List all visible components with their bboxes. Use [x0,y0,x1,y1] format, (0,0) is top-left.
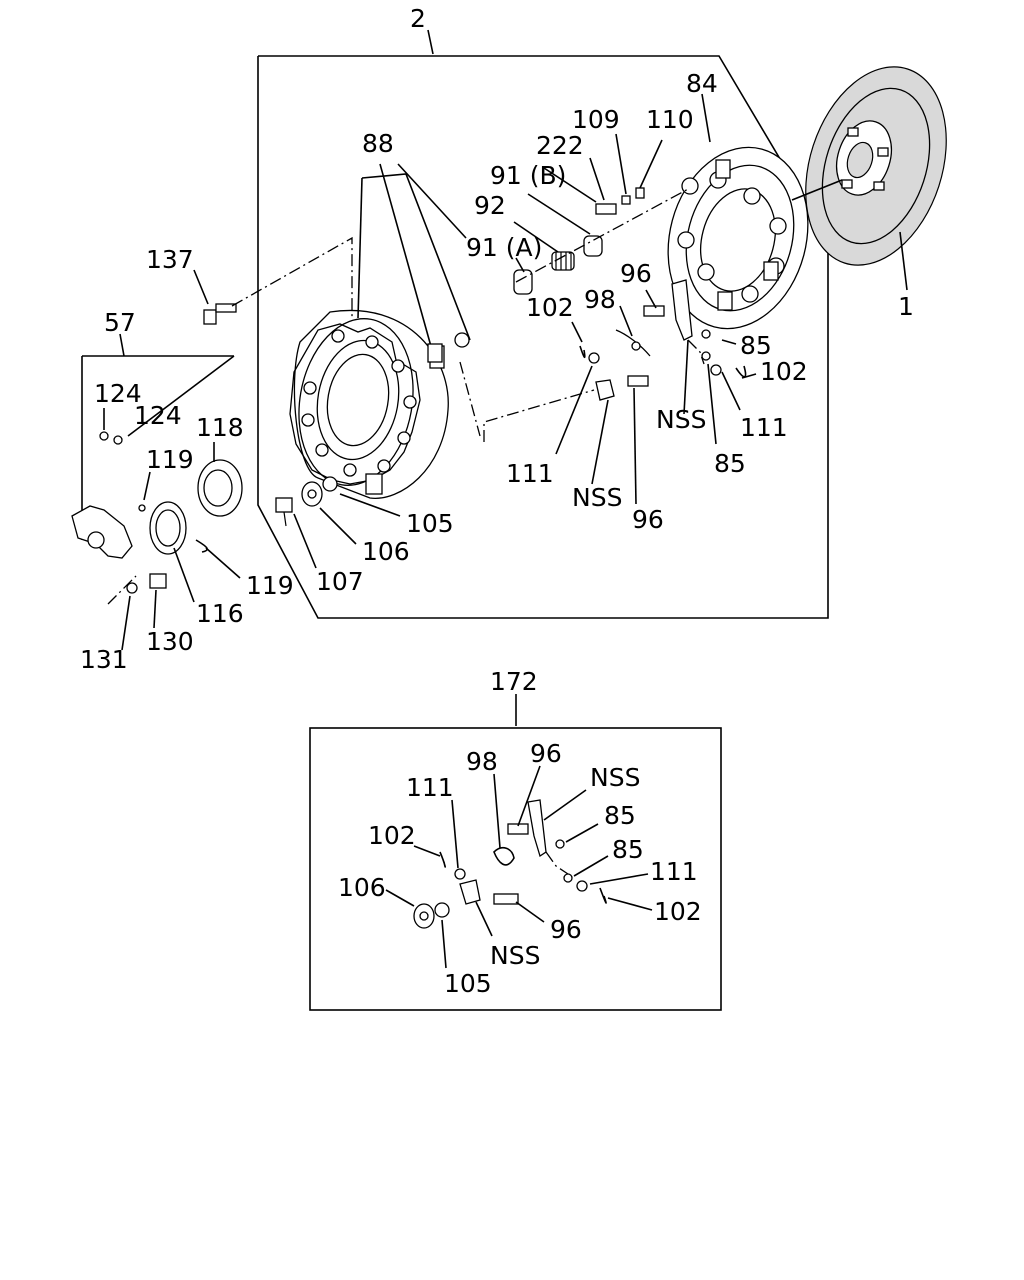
label-116: 116 [196,599,244,628]
label-96-d: 96 [550,915,582,944]
label-102-c: 102 [368,821,416,850]
label-85-a: 85 [740,331,772,360]
bolt-137 [193,236,353,325]
label-131: 131 [80,645,128,674]
label-111-b: 111 [506,459,554,488]
label-172: 172 [490,667,538,696]
part-labels: 2 84 1 88 109 110 222 91 (B) 92 91 (A) 1… [80,4,914,998]
label-110: 110 [646,105,694,134]
label-107: 107 [316,567,364,596]
label-105-b: 105 [444,969,492,998]
label-92: 92 [474,191,506,220]
label-57: 57 [104,308,136,337]
label-88: 88 [362,129,394,158]
pressure-plate [667,93,843,330]
label-124-b: 124 [134,401,182,430]
label-85-c: 85 [604,801,636,830]
label-nss-d: NSS [490,941,540,970]
label-98-b: 98 [466,747,498,776]
label-106-b: 106 [338,873,386,902]
label-137: 137 [146,245,194,274]
label-96-a: 96 [620,259,652,288]
label-84: 84 [686,69,718,98]
release-lever-assembly-upper [459,279,747,442]
clutch-cover [289,309,449,499]
label-96-b: 96 [632,505,664,534]
label-111-c: 111 [406,773,454,802]
spring-92 [551,251,575,271]
label-85-b: 85 [714,449,746,478]
lever-plate-bracket [357,163,471,363]
label-109: 109 [572,105,620,134]
label-119-a: 119 [146,445,194,474]
clutch-disc [805,66,947,291]
label-102-a: 102 [526,293,574,322]
label-nss-b: NSS [572,483,622,512]
leader-lines-upper [555,289,757,505]
label-nss-a: NSS [656,405,706,434]
label-222: 222 [536,131,584,160]
cover-bolt-hardware [275,476,401,569]
label-91a: 91 (A) [466,233,542,262]
label-102-b: 102 [760,357,808,386]
detail-box-172 [309,694,722,1011]
label-91b: 91 (B) [490,161,566,190]
label-130: 130 [146,627,194,656]
label-102-d: 102 [654,897,702,926]
label-85-d: 85 [612,835,644,864]
label-119-b: 119 [246,571,294,600]
label-96-c: 96 [530,739,562,768]
label-111-d: 111 [650,857,698,886]
label-105-a: 105 [406,509,454,538]
label-98-a: 98 [584,285,616,314]
label-118: 118 [196,413,244,442]
label-1: 1 [898,292,914,321]
label-106-a: 106 [362,537,410,566]
adjusting-hardware [513,133,691,295]
label-111-a: 111 [740,413,788,442]
release-bearing-group [71,333,243,651]
label-nss-c: NSS [590,763,640,792]
label-124-a: 124 [94,379,142,408]
clutch-cover-assembly-frame [257,29,829,619]
label-2: 2 [410,4,426,33]
